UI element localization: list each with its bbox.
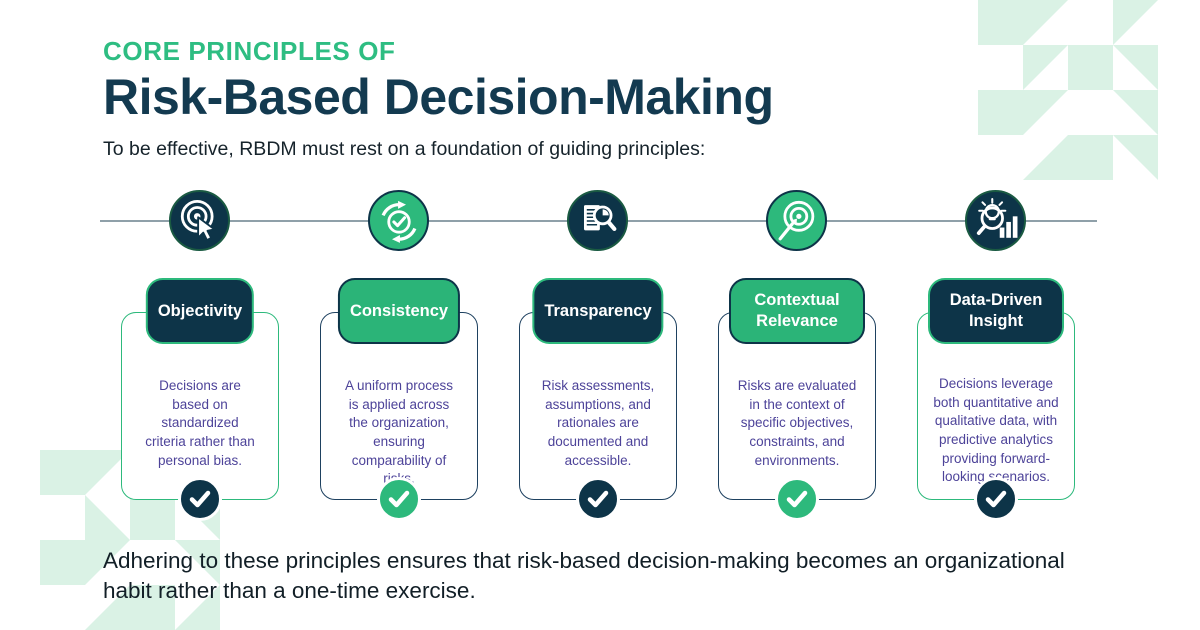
decor-tile — [978, 90, 1023, 135]
principle-title-badge: Transparency — [532, 278, 664, 344]
decor-tile — [130, 495, 175, 540]
decor-tile — [1113, 90, 1158, 135]
footer-text: Adhering to these principles ensures tha… — [103, 548, 1065, 604]
decor-tile — [40, 540, 85, 585]
principle-title-badge: Data-Driven Insight — [928, 278, 1064, 344]
principle-title: Data-Driven Insight — [949, 291, 1043, 330]
principle-title-badge: Contextual Relevance — [729, 278, 865, 344]
decor-tile — [1023, 0, 1068, 45]
principle-card-consistency: Consistency A uniform process is applied… — [320, 278, 478, 521]
eyebrow-text: CORE PRINCIPLES OF — [103, 36, 396, 66]
principle-title: Consistency — [349, 301, 449, 320]
target-arrow-icon — [766, 190, 827, 251]
decor-tile — [1023, 45, 1068, 90]
decor-tile — [130, 585, 175, 630]
principle-card-contextual-relevance: Contextual Relevance Risks are evaluated… — [718, 278, 876, 521]
decor-tile — [1068, 135, 1113, 180]
principle-title: Objectivity — [157, 301, 243, 320]
principle-title: Transparency — [544, 301, 652, 320]
check-icon — [576, 477, 620, 521]
principle-description: Risk assessments, assumptions, and ratio… — [541, 378, 655, 468]
decor-tile — [85, 495, 130, 540]
subtitle-text: To be effective, RBDM must rest on a fou… — [103, 137, 706, 160]
decor-tile — [40, 450, 85, 495]
check-icon — [775, 477, 819, 521]
decor-tile — [1113, 135, 1158, 180]
principle-card-data-driven-insight: Data-Driven Insight Decisions leverage b… — [917, 278, 1075, 521]
principle-title-badge: Consistency — [337, 278, 461, 344]
document-magnifier-icon — [567, 190, 628, 251]
bulb-chart-magnifier-icon — [965, 190, 1026, 251]
check-icon — [178, 477, 222, 521]
page-title: Risk-Based Decision-Making — [103, 69, 774, 125]
decor-tile — [1068, 45, 1113, 90]
check-icon — [974, 477, 1018, 521]
decor-tile — [1023, 135, 1068, 180]
decor-tile — [978, 0, 1023, 45]
decor-tile — [1113, 45, 1158, 90]
principle-title: Contextual Relevance — [754, 291, 840, 330]
cycle-check-icon — [368, 190, 429, 251]
principle-description: Decisions are based on standardized crit… — [145, 378, 255, 468]
principle-title-badge: Objectivity — [145, 278, 255, 344]
target-cursor-icon — [169, 190, 230, 251]
check-icon — [377, 477, 421, 521]
header: CORE PRINCIPLES OF Risk-Based Decision-M… — [103, 36, 774, 161]
principle-description: A uniform process is applied across the … — [344, 378, 454, 486]
principle-description: Decisions leverage both quantitative and… — [933, 376, 1059, 485]
principle-card-objectivity: Objectivity Decisions are based on stand… — [121, 278, 279, 521]
principle-description: Risks are evaluated in the context of sp… — [737, 378, 857, 468]
decor-tile — [1113, 0, 1158, 45]
decor-tile — [1023, 90, 1068, 135]
principle-card-transparency: Transparency Risk assessments, assumptio… — [519, 278, 677, 521]
